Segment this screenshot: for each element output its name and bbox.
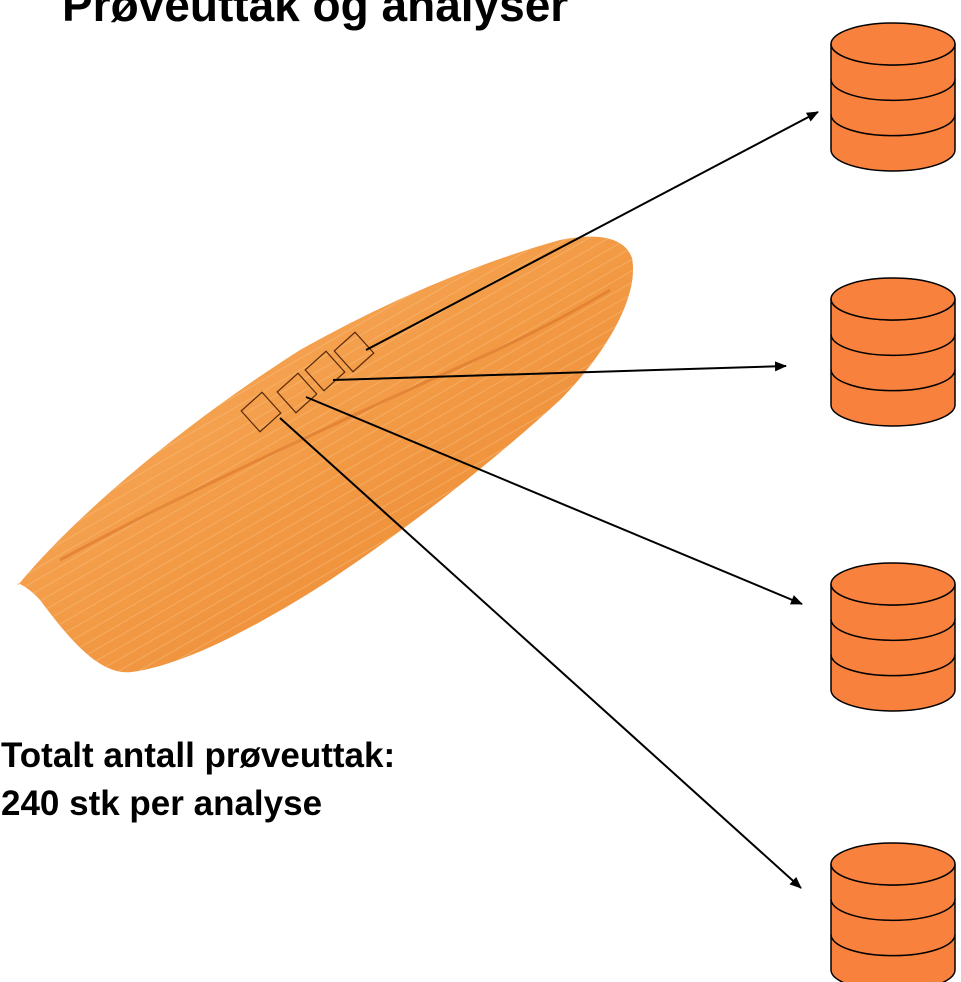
database-cylinder-icon [831,23,955,171]
database-cylinder-icon [831,843,955,982]
summary-line-2: 240 stk per analyse [1,780,395,828]
sample-summary: Totalt antall prøveuttak: 240 stk per an… [1,732,395,828]
database-cylinder-icon [831,563,955,711]
salmon-fillet-image [17,237,633,673]
database-cylinder-icon [831,278,955,426]
summary-line-1: Totalt antall prøveuttak: [1,732,395,780]
analysis-cylinders [831,23,955,982]
